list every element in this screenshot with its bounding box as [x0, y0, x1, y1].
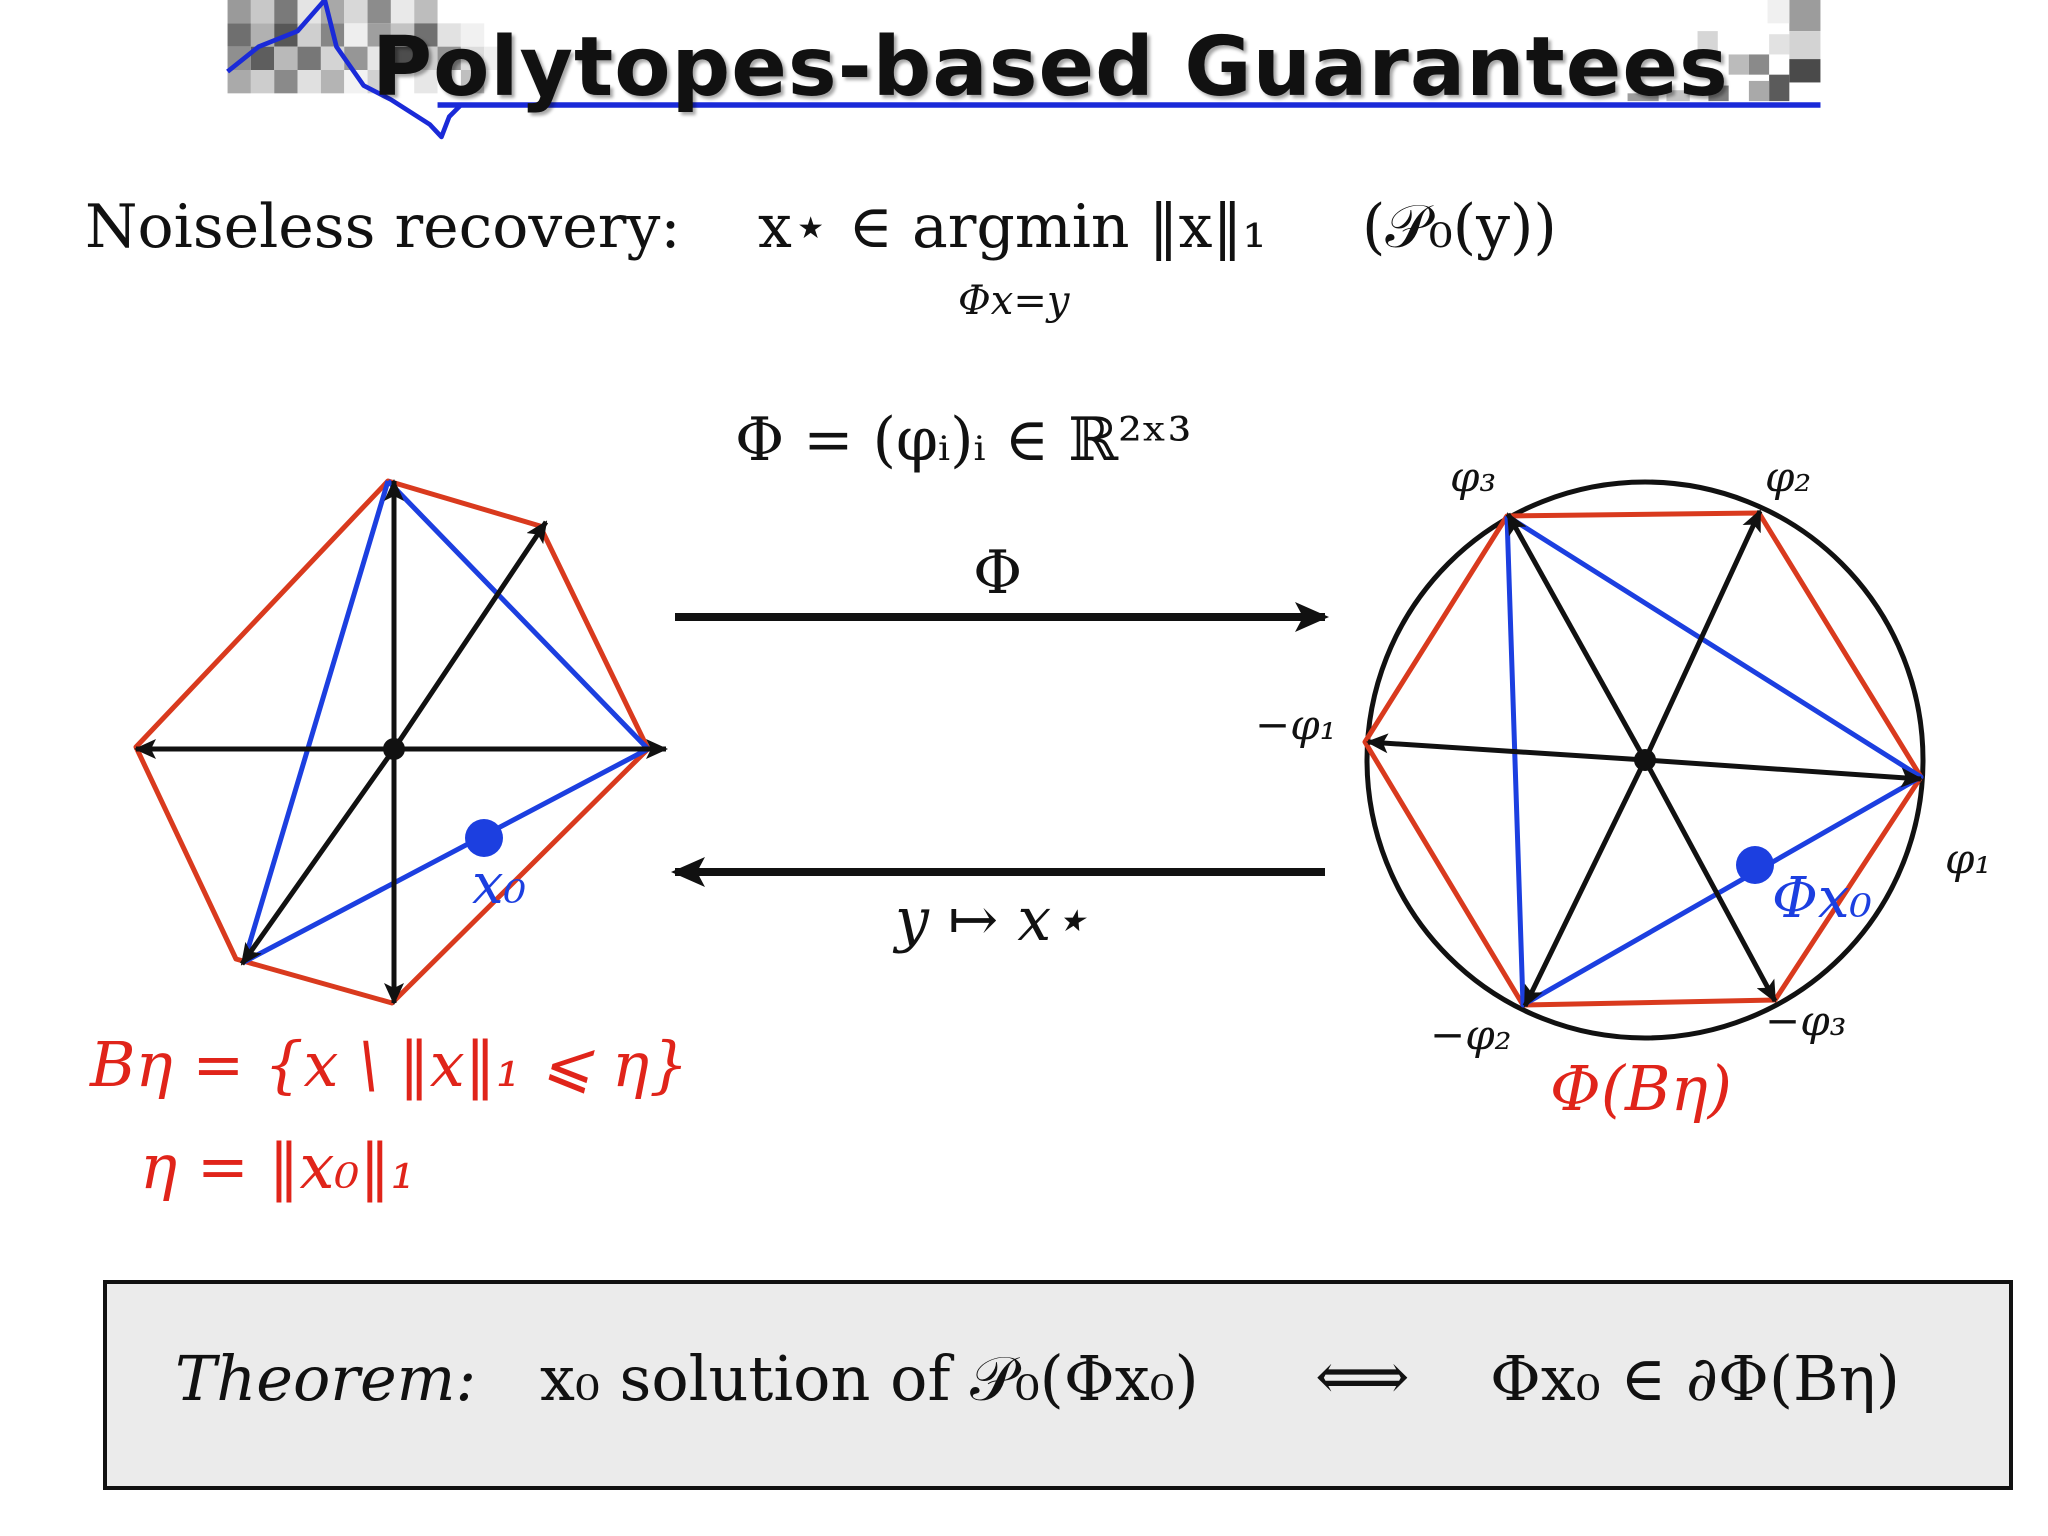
left-point-label: x₀: [472, 852, 527, 917]
label-phi3: φ₃: [1450, 452, 1497, 501]
slide-title: Polytopes-based Guarantees: [372, 20, 1729, 115]
vector-phi1: [1644, 757, 1923, 788]
theorem-statement-right: Φx₀ ∈ ∂Φ(Bη): [1490, 1342, 1900, 1415]
recovery-label: Noiseless recovery:: [85, 192, 681, 262]
right-origin-dot: [1634, 749, 1656, 771]
left-point-x0: [465, 819, 503, 857]
backward-map-label: y ↦ x⋆: [895, 885, 1089, 955]
left-axis-diag-up: [391, 520, 549, 751]
label-phi2: φ₂: [1765, 452, 1812, 501]
theorem-box: [103, 1280, 2013, 1490]
right-polytope-figure: [1362, 479, 1926, 1041]
left-polytope-blue-edges: [241, 479, 651, 965]
theorem-statement-left: x₀ solution of 𝒫₀(Φx₀): [540, 1342, 1199, 1415]
left-axis-diag-down: [239, 747, 397, 966]
header-banner: [226, 0, 1821, 140]
label-neg-phi1: −φ₁: [1255, 700, 1337, 749]
theorem-equivalence: ⟺: [1315, 1338, 1410, 1415]
vector-neg-phi3: [1642, 758, 1778, 1003]
theorem-label: Theorem:: [175, 1342, 477, 1415]
recovery-formula: x⋆ ∈ argmin ‖x‖₁: [758, 192, 1267, 262]
label-neg-phi2: −φ₂: [1430, 1010, 1512, 1059]
vector-neg-phi1: [1366, 733, 1646, 763]
left-origin-dot: [383, 738, 405, 760]
eta-definition: η = ‖x₀‖₁: [140, 1130, 416, 1203]
recovery-problem: (𝒫₀(y)): [1362, 192, 1557, 262]
banner-pixel-texture: [227, 0, 1821, 102]
right-point-label: Φx₀: [1772, 866, 1872, 931]
recovery-constraint: Φx=y: [958, 278, 1070, 324]
vector-phi2: [1642, 509, 1763, 762]
right-polytope-blue-edges: [1504, 513, 1924, 1008]
ball-definition: Bη = {x \ ‖x‖₁ ⩽ η}: [90, 1028, 689, 1101]
label-phi1: φ₁: [1945, 834, 1992, 883]
left-polytope-figure: [133, 478, 668, 1006]
right-point-phi-x0: [1736, 846, 1774, 884]
label-neg-phi3: −φ₃: [1765, 996, 1847, 1045]
right-unit-circle: [1364, 479, 1926, 1041]
image-polytope-label: Φ(Bη): [1550, 1052, 1732, 1125]
forward-map-label: Φ: [973, 538, 1023, 608]
vector-neg-phi2: [1522, 758, 1648, 1008]
vector-phi3: [1505, 512, 1648, 762]
phi-definition: Φ = (φᵢ)ᵢ ∈ ℝ²ˣ³: [735, 405, 1192, 475]
